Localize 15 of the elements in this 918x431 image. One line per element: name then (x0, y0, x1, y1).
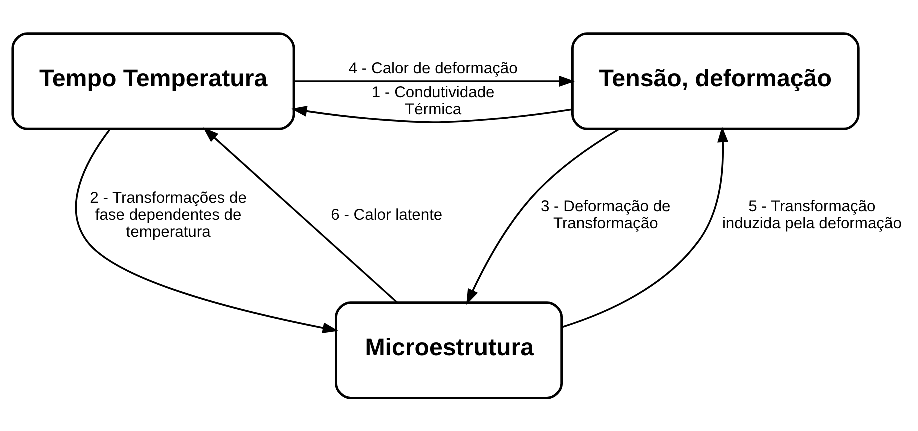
arrow (562, 126, 729, 328)
arrow (294, 75, 576, 86)
node-box: Tempo Temperatura (12, 32, 296, 130)
edge-label: 2 - Transformações de fase dependentes de temperatura (90, 190, 247, 240)
edge-label: 1 - Condutividade Térmica (372, 84, 495, 118)
node-box: Tensão, deformação (572, 32, 860, 130)
arrow (203, 127, 398, 303)
node-box: Microestrutura (335, 301, 564, 399)
edge-label: 5 - Transformação induzida pela deformação (722, 198, 902, 232)
arrow (466, 128, 620, 304)
arrow (291, 105, 572, 123)
edge-label: 6 - Calor latente (331, 206, 443, 224)
edge-label: 3 - Deformação de Transformação (540, 198, 671, 232)
arrow (75, 128, 339, 334)
edge-label: 4 - Calor de deformação (348, 60, 518, 78)
